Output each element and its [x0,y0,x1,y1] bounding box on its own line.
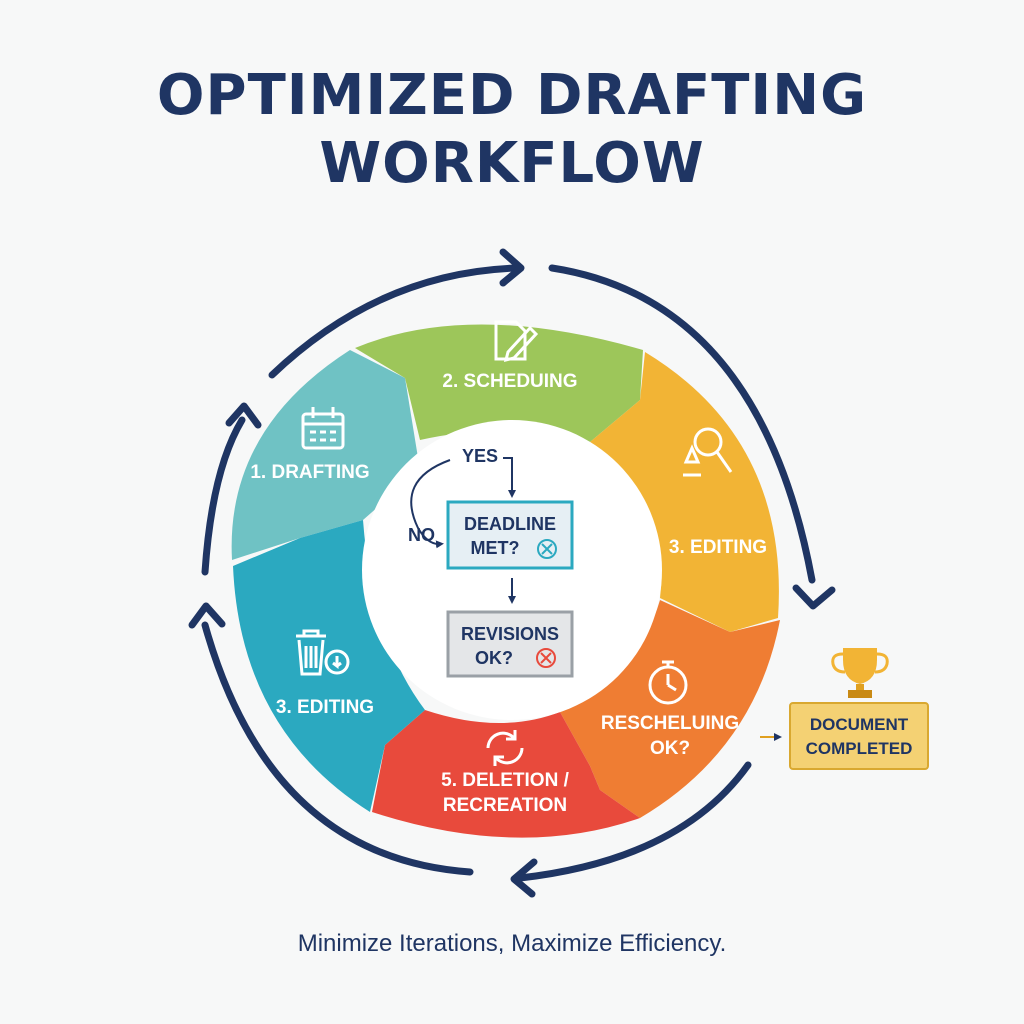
segment-scheduling [355,324,643,442]
document-completed-box [789,702,929,770]
segment-label-deletion-1: 5. DELETION / [441,770,569,791]
segment-label-editing-left: 3. EDITING [276,697,374,718]
trash-icon [296,629,350,676]
segment-drafting [231,350,420,560]
center-circle [362,420,662,720]
title-line-2: WORKFLOW [319,131,705,196]
title-line-1: OPTIMIZED DRAFTING [156,63,868,128]
cycle-arrow-right-head [792,584,836,610]
deadline-box [446,500,574,570]
no-loop-arrow [410,459,451,549]
cycle-arrow-top-head [499,248,525,287]
document-line-2: COMPLETED [806,739,913,758]
segment-label-deletion-2: RECREATION [443,795,567,816]
segment-label-drafting: 1. DRAFTING [250,462,369,483]
refresh-icon [486,730,524,766]
segment-label-editing-right: 3. EDITING [669,537,767,558]
deadline-line-1: DEADLINE [464,514,556,534]
revisions-line-1: REVISIONS [461,624,559,644]
edit-document-icon [494,320,539,363]
revisions-line-2: OK? [475,648,513,668]
trophy-icon [831,648,889,698]
cycle-arrows [188,248,836,898]
cycle-arrow-right [548,264,816,584]
tagline: Minimize Iterations, Maximize Efficiency… [297,930,727,957]
stopwatch-icon [648,660,688,705]
cycle-arrow-left-head [225,402,262,429]
segment-rescheduling [560,600,780,818]
segment-label-rescheduling-2: OK? [650,738,690,759]
cycle-arrow-top [268,264,522,379]
cycle-arrow-bottom-left [201,621,474,876]
revisions-x-icon [536,648,556,668]
deadline-line-2: MET? [471,538,520,558]
magnify-icon [683,427,733,477]
document-line-1: DOCUMENT [810,715,909,734]
deadline-x-icon [537,539,557,559]
segment-editing-right [590,352,779,632]
cycle-arrow-bottom-left-head [188,602,226,629]
calendar-icon [301,407,345,450]
no-label: NO [408,525,435,545]
segment-editing-left [233,520,425,812]
cycle-arrow-bottom-right [516,761,752,882]
cycle-arrow-bottom-right-head [510,858,538,898]
segment-label-rescheduling-1: RESCHELUING [601,713,739,734]
page-title: OPTIMIZED DRAFTING WORKFLOW [0,62,1024,198]
segment-deletion [372,710,640,838]
yes-label: YES [462,446,498,466]
segment-label-scheduling: 2. SCHEDUING [442,371,577,392]
yes-arrow [503,457,516,498]
cycle-arrow-left [201,416,246,576]
